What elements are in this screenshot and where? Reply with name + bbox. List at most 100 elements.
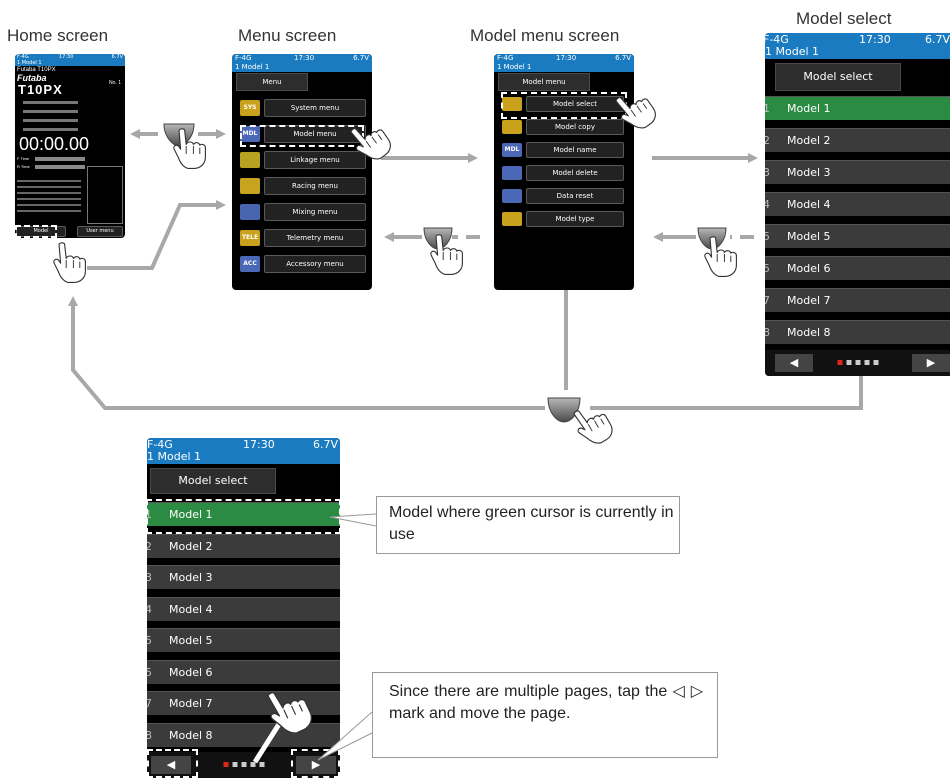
model-menu-item-1[interactable]: Model copy bbox=[526, 119, 624, 135]
arrow-menu-button-to-menu bbox=[87, 200, 226, 270]
select-row-4[interactable]: 4 Model 4 bbox=[765, 192, 950, 216]
home-user-menu-button[interactable]: User menu bbox=[77, 226, 123, 237]
page-indicator-b bbox=[223, 762, 264, 767]
model-menu-item-2[interactable]: Model name bbox=[526, 142, 624, 158]
next-page-highlight bbox=[291, 749, 340, 778]
model-menu-item-3[interactable]: Model delete bbox=[526, 165, 624, 181]
menu-screen-caption: Menu screen bbox=[238, 26, 337, 45]
select-row-number: 3 bbox=[765, 166, 770, 179]
menu-time: 17:30 bbox=[294, 54, 315, 62]
select-row-label: Model 4 bbox=[787, 198, 831, 211]
detail-status-bar: F-4G 17:30 6.7V 1 Model 1 bbox=[147, 438, 340, 464]
page-dot bbox=[250, 762, 255, 767]
home-status-bar: F-4G 17:30 6.7V 1 Model 1 bbox=[15, 54, 125, 66]
detail-row-number: 3 bbox=[147, 571, 152, 584]
select-model-line: 1 Model 1 bbox=[765, 45, 820, 58]
home-screen-caption: Home screen bbox=[7, 26, 109, 45]
detail-pager: ◀ ▶ bbox=[147, 752, 340, 778]
model-menu-item-icon-5 bbox=[502, 212, 522, 226]
menu-item-6[interactable]: Accessory menu bbox=[264, 255, 366, 273]
prev-page-button[interactable]: ◀ bbox=[775, 354, 813, 372]
home-menu-button-highlight bbox=[15, 225, 57, 238]
tap-hand-model-menu bbox=[610, 84, 661, 136]
trim-bar-3 bbox=[23, 119, 78, 122]
detail-row-3[interactable]: 3 Model 3 bbox=[147, 565, 340, 589]
select-row-label: Model 6 bbox=[787, 262, 831, 275]
detail-model-line: 1 Model 1 bbox=[147, 450, 202, 463]
detail-row-number: 5 bbox=[147, 634, 152, 647]
select-signal: F-4G bbox=[765, 33, 789, 46]
pages-callout-text: Since there are multiple pages, tap the … bbox=[389, 683, 703, 722]
home-time: 17:30 bbox=[59, 54, 74, 60]
detail-prev-page-button[interactable]: ◀ bbox=[151, 756, 191, 774]
home-model-line: 1 Model 1 bbox=[17, 60, 42, 66]
modelmenu-signal: F-4G bbox=[497, 54, 514, 62]
menu-item-5[interactable]: Telemetry menu bbox=[264, 229, 366, 247]
tap-hand-menu bbox=[345, 115, 396, 167]
model-menu-item-icon-0 bbox=[502, 97, 522, 111]
model-select-detail-phone: F-4G 17:30 6.7V 1 Model 1 Model select 1… bbox=[147, 438, 340, 778]
page-dot bbox=[846, 360, 851, 365]
select-row-number: 4 bbox=[765, 198, 770, 211]
detail-time: 17:30 bbox=[243, 438, 275, 451]
detail-row-label: Model 6 bbox=[169, 665, 213, 679]
menu-item-icon-0: SYS bbox=[240, 100, 260, 116]
home-voltage: 6.7V bbox=[111, 54, 123, 60]
tap-hand-detail bbox=[252, 680, 317, 764]
menu-item-2[interactable]: Linkage menu bbox=[264, 151, 366, 169]
menu-voltage: 6.7V bbox=[353, 54, 369, 62]
model-select-phone: F-4G 17:30 6.7V 1 Model 1 Model select 1… bbox=[765, 33, 950, 376]
home-timer-label-1: F Time bbox=[17, 156, 30, 161]
detail-row-label: Model 4 bbox=[169, 602, 213, 616]
menu-item-4[interactable]: Mixing menu bbox=[264, 203, 366, 221]
select-row-number: 2 bbox=[765, 134, 770, 147]
home-timer: 00:00.00 bbox=[19, 134, 90, 154]
page-dot bbox=[855, 360, 860, 365]
detail-row-number: 7 bbox=[147, 697, 152, 710]
next-page-button[interactable]: ▶ bbox=[912, 354, 950, 372]
select-row-label: Model 5 bbox=[787, 230, 831, 243]
home-side-panel bbox=[87, 166, 123, 224]
model-menu-item-4[interactable]: Data reset bbox=[526, 188, 624, 204]
detail-voltage: 6.7V bbox=[312, 438, 338, 451]
menu-item-icon-5: TELE bbox=[240, 230, 260, 246]
page-dot bbox=[837, 360, 842, 365]
select-row-number: 8 bbox=[765, 326, 770, 339]
menu-item-3[interactable]: Racing menu bbox=[264, 177, 366, 195]
menu-item-0[interactable]: System menu bbox=[264, 99, 366, 117]
detail-row-label: Model 3 bbox=[169, 571, 213, 584]
modelmenu-model-line: 1 Model 1 bbox=[497, 63, 532, 71]
select-voltage: 6.7V bbox=[924, 33, 950, 46]
pages-callout: Since there are multiple pages, tap the … bbox=[372, 672, 718, 758]
detail-row-label: Model 8 bbox=[169, 728, 213, 742]
detail-next-page-button[interactable]: ▶ bbox=[296, 756, 336, 774]
model-menu-item-5[interactable]: Model type bbox=[526, 211, 624, 227]
modelmenu-time: 17:30 bbox=[556, 54, 577, 62]
menu-status-bar: F-4G 17:30 6.7V 1 Model 1 bbox=[232, 54, 372, 72]
line-select-down bbox=[590, 376, 863, 410]
home-brand: Futaba bbox=[17, 73, 47, 83]
home-logo: T10PX bbox=[18, 82, 63, 97]
select-row-number: 1 bbox=[765, 102, 770, 115]
press-button-4 bbox=[547, 397, 617, 451]
menu-item-icon-3 bbox=[240, 178, 260, 194]
arrow-loop-to-home bbox=[68, 296, 545, 410]
page-dot bbox=[223, 762, 228, 767]
model-menu-item-icon-3 bbox=[502, 166, 522, 180]
detail-row-label: Model 7 bbox=[169, 697, 213, 710]
home-screen-phone: F-4G 17:30 6.7V 1 Model 1 Futaba T10PX F… bbox=[15, 54, 125, 238]
